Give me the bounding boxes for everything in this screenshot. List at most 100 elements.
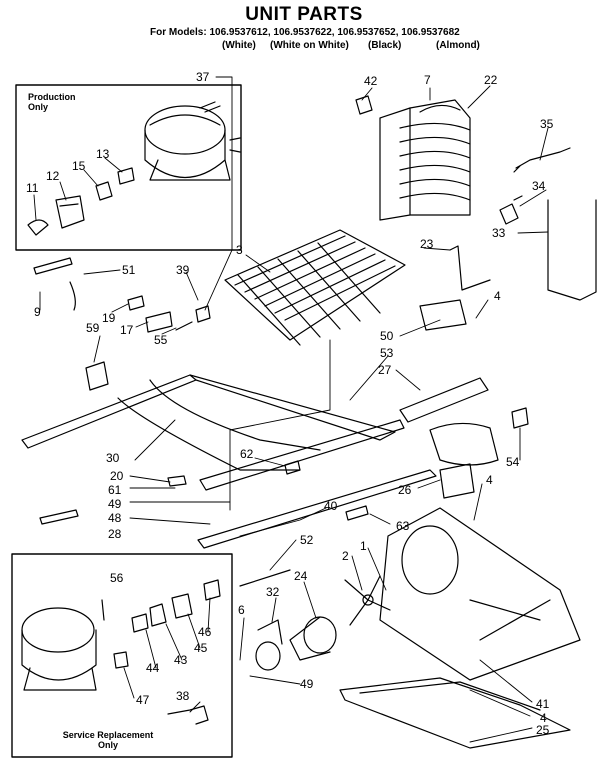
part-9-icon bbox=[33, 257, 73, 275]
part-11-icon bbox=[27, 219, 49, 236]
part-number-42: 42 bbox=[364, 74, 378, 88]
part-number-28: 28 bbox=[108, 527, 122, 541]
part-number-27: 27 bbox=[378, 363, 392, 377]
part-number-52: 52 bbox=[300, 533, 314, 547]
part-number-4: 4 bbox=[540, 711, 547, 725]
part-number-44: 44 bbox=[146, 661, 160, 675]
part-number-53: 53 bbox=[380, 346, 394, 360]
condenser-coil-icon bbox=[379, 99, 471, 221]
wire-harness-icon bbox=[429, 422, 499, 499]
part-number-48: 48 bbox=[108, 511, 122, 525]
part-32-icon bbox=[257, 619, 283, 645]
part-12-icon bbox=[55, 195, 85, 229]
part-number-2: 2 bbox=[342, 549, 349, 563]
part-23-icon bbox=[449, 245, 491, 291]
part-number-45: 45 bbox=[194, 641, 208, 655]
part-17-icon bbox=[145, 311, 173, 333]
color-black: (Black) bbox=[368, 40, 402, 51]
models-line: For Models: 106.9537612, 106.9537622, 10… bbox=[150, 27, 460, 38]
part-63-icon bbox=[345, 505, 369, 521]
part-number-34: 34 bbox=[532, 179, 546, 193]
fan-blade-icon bbox=[344, 575, 391, 626]
part-number-12: 12 bbox=[46, 169, 60, 183]
part-15-icon bbox=[95, 181, 113, 201]
color-white: (White) bbox=[222, 40, 256, 51]
diagram-title: UNIT PARTS bbox=[245, 4, 363, 25]
part-number-51: 51 bbox=[122, 263, 136, 277]
part-55-icon bbox=[175, 321, 193, 331]
part-number-22: 22 bbox=[484, 73, 498, 87]
compressor-service-icon bbox=[21, 607, 97, 691]
part-35-icon bbox=[513, 147, 571, 173]
part-number-41: 41 bbox=[536, 697, 550, 711]
part-number-49: 49 bbox=[300, 677, 314, 691]
production-only-label: Production Only bbox=[28, 92, 76, 112]
part-number-56: 56 bbox=[110, 571, 124, 585]
part-number-20: 20 bbox=[110, 469, 124, 483]
part-number-35: 35 bbox=[540, 117, 554, 131]
part-number-26: 26 bbox=[398, 483, 412, 497]
part-33-icon bbox=[547, 199, 597, 301]
leader-lines bbox=[33, 76, 549, 743]
part-number-6: 6 bbox=[238, 603, 245, 617]
part-number-15: 15 bbox=[72, 159, 86, 173]
part-number-40: 40 bbox=[324, 499, 338, 513]
part-number-59: 59 bbox=[86, 321, 100, 335]
part-number-63: 63 bbox=[396, 519, 410, 533]
part-number-9: 9 bbox=[34, 305, 41, 319]
part-45-icon bbox=[171, 593, 193, 619]
part-number-17: 17 bbox=[120, 323, 134, 337]
part-47-icon bbox=[113, 651, 129, 669]
part-20-icon bbox=[167, 475, 187, 487]
color-almond: (Almond) bbox=[436, 40, 480, 51]
part-number-61: 61 bbox=[108, 483, 122, 497]
part-44-icon bbox=[131, 613, 149, 633]
part-number-62: 62 bbox=[240, 447, 254, 461]
part-19-icon bbox=[127, 295, 145, 311]
drain-pan-icon bbox=[339, 677, 571, 749]
part-number-25: 25 bbox=[536, 723, 550, 737]
part-13-icon bbox=[117, 167, 135, 185]
part-number-49: 49 bbox=[108, 497, 122, 511]
part-number-30: 30 bbox=[106, 451, 120, 465]
fan-motor-icon bbox=[255, 616, 337, 671]
part-59-icon bbox=[85, 361, 109, 391]
part-51-icon bbox=[69, 281, 76, 311]
part-52-icon bbox=[239, 569, 291, 587]
part-number-24: 24 bbox=[294, 569, 308, 583]
part-number-11: 11 bbox=[26, 181, 39, 195]
part-56-icon bbox=[101, 599, 105, 621]
part-number-7: 7 bbox=[424, 73, 431, 87]
part-62-icon bbox=[284, 460, 301, 475]
part-number-13: 13 bbox=[96, 147, 110, 161]
part-number-47: 47 bbox=[136, 693, 150, 707]
part-number-4: 4 bbox=[486, 473, 493, 487]
part-number-38: 38 bbox=[176, 689, 190, 703]
compressor-production-icon bbox=[144, 101, 241, 181]
part-number-46: 46 bbox=[198, 625, 212, 639]
base-frame-icon bbox=[21, 374, 437, 549]
part-number-43: 43 bbox=[174, 653, 188, 667]
part-number-33: 33 bbox=[492, 226, 506, 240]
part-54-icon bbox=[511, 407, 529, 429]
part-number-32: 32 bbox=[266, 585, 280, 599]
part-number-19: 19 bbox=[102, 311, 116, 325]
part-42-icon bbox=[355, 95, 373, 115]
part-number-55: 55 bbox=[154, 333, 168, 347]
part-61-icon bbox=[39, 509, 79, 525]
part-27-icon bbox=[399, 377, 489, 423]
part-number-54: 54 bbox=[506, 455, 520, 469]
part-38-icon bbox=[167, 705, 209, 725]
part-number-39: 39 bbox=[176, 263, 190, 277]
part-50-icon bbox=[419, 299, 467, 331]
part-34-icon bbox=[499, 195, 523, 225]
part-number-37: 37 bbox=[196, 70, 210, 84]
part-46-icon bbox=[203, 579, 221, 601]
service-replacement-label: Service Replacement Only bbox=[62, 730, 154, 750]
part-43-icon bbox=[149, 603, 167, 627]
part-number-1: 1 bbox=[360, 539, 367, 553]
service-replacement-box bbox=[11, 553, 233, 758]
evaporator-coil-icon bbox=[224, 229, 406, 346]
fan-bracket-icon bbox=[379, 507, 581, 681]
color-white-on-white: (White on White) bbox=[270, 40, 349, 51]
